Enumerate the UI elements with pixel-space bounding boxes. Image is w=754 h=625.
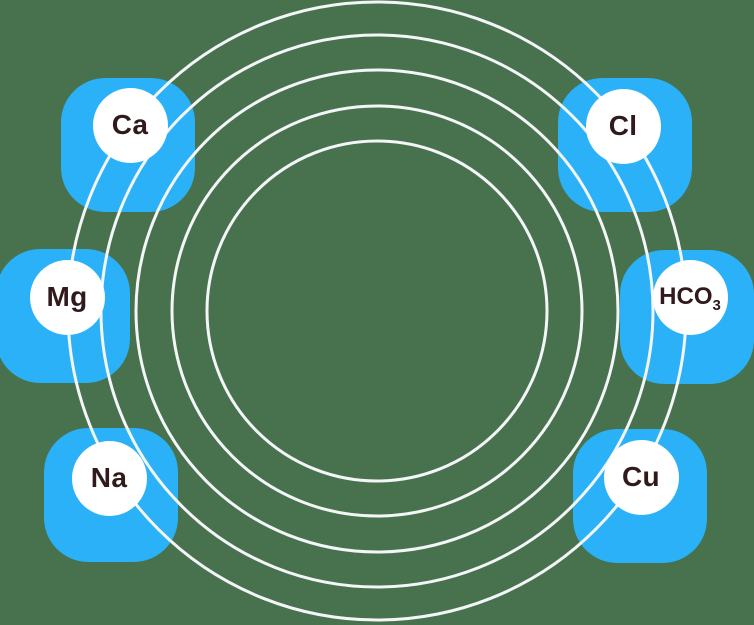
ion-circle: Cu (603, 439, 679, 515)
ion-circle: Mg (29, 259, 105, 335)
ion-label-subscript: 3 (712, 296, 721, 314)
orbit-ring (170, 104, 584, 518)
ion-label: Mg (46, 281, 88, 312)
ion-label: Ca (111, 109, 149, 140)
ion-label: Cl (608, 110, 638, 141)
orbit-ring (134, 68, 620, 554)
ion-circle: Na (71, 440, 147, 516)
orbit-ring (205, 139, 549, 483)
ion-node-cl: Cl (558, 78, 692, 212)
ion-node-cu: Cu (573, 429, 707, 563)
ion-node-mg: Mg (0, 249, 130, 383)
ion-node-na: Na (44, 428, 178, 562)
ion-label: HCO (659, 283, 713, 310)
ion-label: Cu (622, 461, 660, 492)
ion-circle: Cl (585, 88, 661, 164)
ion-circle: Ca (92, 87, 168, 163)
ion-label: Na (90, 462, 128, 493)
ion-node-ca: Ca (61, 78, 195, 212)
